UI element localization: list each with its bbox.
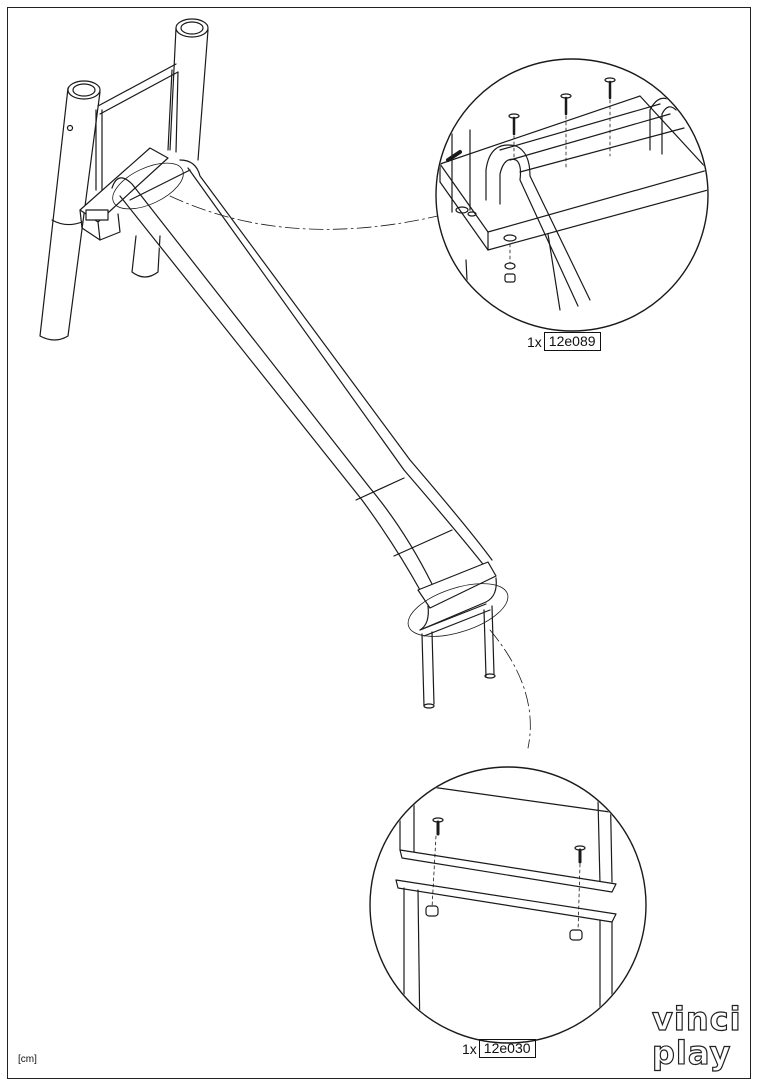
bolts-bottom <box>425 817 586 941</box>
vinciplay-logo: vinci play <box>651 999 742 1072</box>
part-label-top: 1x 12e089 <box>527 332 601 351</box>
slide-legs <box>421 605 496 709</box>
part-code: 12e030 <box>478 1039 536 1058</box>
detail-circle-bottom <box>369 766 647 1044</box>
logo-line2: play <box>652 1034 731 1072</box>
part-quantity: 1x <box>527 333 542 350</box>
units-note: [cm] <box>18 1054 37 1065</box>
top-handrail <box>95 63 179 193</box>
slide-chute <box>111 159 497 637</box>
logo-line1: vinci <box>652 1000 742 1038</box>
detail-circle-top <box>435 58 709 332</box>
platform-bracket <box>79 147 169 241</box>
post-rear <box>131 235 161 278</box>
post-right <box>169 18 209 161</box>
drawing-frame <box>7 7 751 1079</box>
part-code: 12e089 <box>543 332 601 351</box>
callout-leaders <box>112 162 531 749</box>
bolts-top <box>503 77 616 283</box>
part-quantity: 1x <box>462 1040 477 1057</box>
post-left <box>39 80 101 341</box>
part-label-bottom: 1x 12e030 <box>462 1039 536 1058</box>
